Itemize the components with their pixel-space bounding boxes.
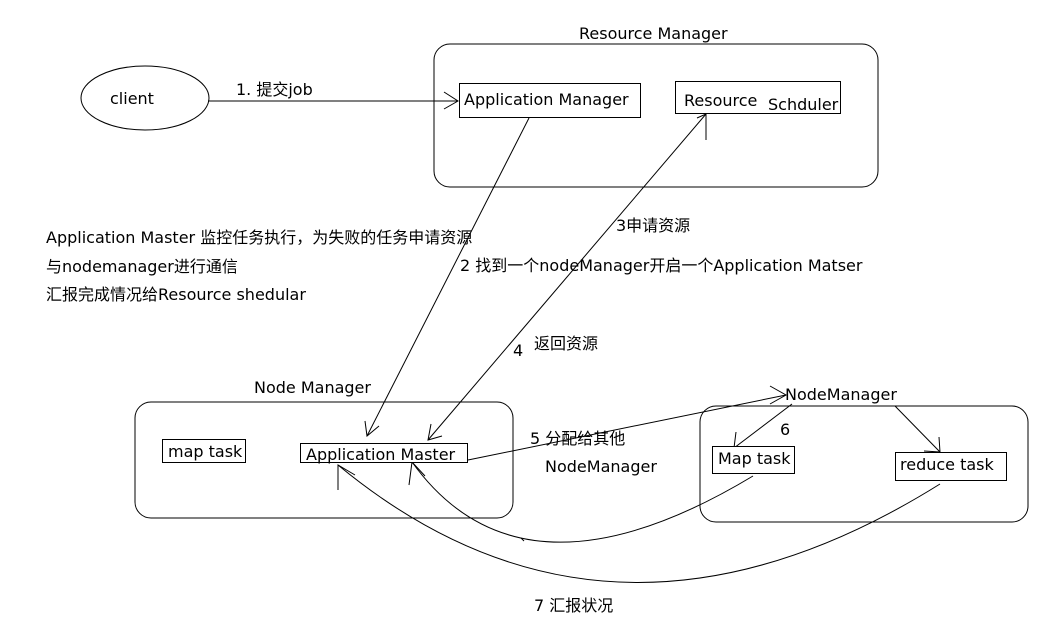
arrow-start-map-task (733, 403, 793, 449)
curve-reduce-task-report (337, 464, 941, 583)
stray-tick (520, 537, 525, 542)
resource-scheduler-label-2: Schduler (768, 95, 839, 114)
arrowhead-reduce-task-report (337, 464, 356, 490)
step-4-label: 返回资源 (534, 334, 599, 353)
resource-scheduler-label-1: Resource (684, 91, 758, 110)
application-manager-box: Application Manager (459, 83, 641, 118)
map-task-box-left: map task (162, 439, 246, 463)
curve-map-task-report (411, 461, 754, 543)
arrow-launch-app-master (366, 117, 530, 437)
step-2-label: 2 找到一个nodeManager开启一个Application Matser (460, 256, 863, 275)
map-task-label-left: map task (168, 442, 243, 461)
reduce-task-box: reduce task (895, 452, 1007, 481)
step-6-label: 6 (780, 420, 791, 439)
step-7-label: 7 汇报状况 (534, 596, 614, 615)
node-manager-left-title: Node Manager (254, 378, 371, 397)
arrow-assign-other-node (467, 394, 787, 461)
client-ellipse (80, 65, 210, 131)
note-line-3: 汇报完成情况给Resource shedular (46, 285, 306, 304)
client-label: client (110, 89, 154, 108)
arrowhead-submit-job (443, 91, 459, 110)
node-manager-left-container (134, 401, 514, 519)
node-manager-right-title: NodeManager (785, 385, 897, 404)
reduce-task-label: reduce task (900, 455, 994, 474)
application-master-label: Application Master (306, 445, 456, 464)
resource-scheduler-box: Resource Schduler (675, 81, 841, 114)
step-1-label: 1. 提交job (236, 80, 313, 99)
arrowhead-launch-app-master (364, 420, 380, 437)
resource-manager-title: Resource Manager (579, 24, 728, 43)
step-5-label-line2: NodeManager (545, 457, 657, 476)
map-task-box-right: Map task (712, 446, 795, 474)
step-5-label-line1: 5 分配给其他 (530, 429, 626, 448)
arrow-request-resources (427, 113, 707, 441)
arrowhead-assign-other-node (769, 385, 788, 405)
arrow-start-reduce-task (894, 405, 941, 453)
step-4-number: 4 (513, 341, 524, 360)
resource-manager-container (433, 43, 879, 188)
map-task-label-right: Map task (718, 449, 791, 468)
arrowhead-map-task-report (408, 460, 426, 486)
node-manager-right-container (699, 405, 1029, 523)
note-line-1: Application Master 监控任务执行，为失败的任务申请资源 (46, 228, 473, 247)
step-3-label: 3申请资源 (616, 216, 691, 235)
note-line-2: 与nodemanager进行通信 (46, 257, 238, 276)
arrowhead-return-resources (427, 423, 443, 441)
application-master-box: Application Master (300, 443, 468, 464)
arrowhead-request-resources (696, 113, 707, 140)
application-manager-label: Application Manager (464, 90, 629, 109)
